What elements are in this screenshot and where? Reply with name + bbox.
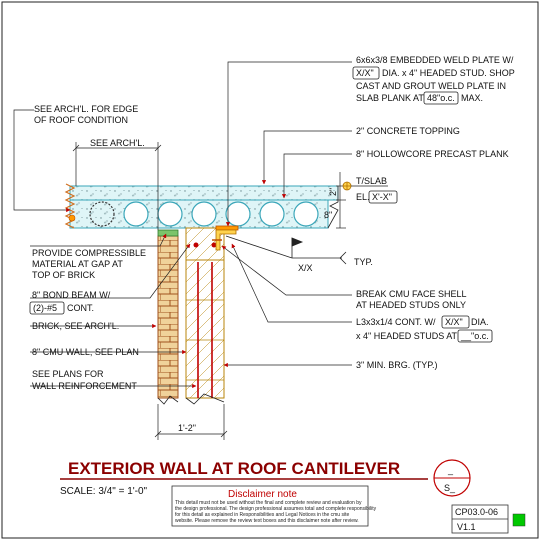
brick-veneer [157,235,179,399]
plank-voids [89,201,319,227]
embedded-weld-plate [215,225,239,231]
note-topping: 2" CONCRETE TOPPING [356,126,460,136]
slab-edge-break [327,186,339,229]
elevation-prefix: EL. [356,192,370,202]
note-compressible-line-3: TOP OF BRICK [32,270,95,280]
bond-beam-rebar-2 [211,242,217,248]
note-plans-line-2: WALL REINFORCEMENT [32,381,137,391]
bond-beam-rebar-box [29,301,65,315]
note-angle-line-1b: DIA. [471,317,489,327]
note-break-line-1: BREAK CMU FACE SHELL [356,289,467,299]
cmu-bottom-break [185,393,225,405]
note-weld-plate-stud-dia: X/X" [356,68,374,78]
disclaimer-title: Disclaimer note [228,489,297,500]
disclaimer-line-3: for this detail as explained in Responsi… [175,512,349,518]
leaders-right [221,61,352,368]
note-compressible-line-1: PROVIDE COMPRESSIBLE [32,248,146,258]
note-weld-plate-spacing: 48"o.c. [427,93,455,103]
note-edge-line-1: SEE ARCH'L. FOR EDGE [34,104,138,114]
note-bond-beam-line-2: CONT. [67,303,94,313]
angle-dia-box [441,315,470,329]
note-cmu-wall: 8" CMU WALL, SEE PLAN [32,347,139,357]
weld-typ-label: TYP. [354,257,373,267]
note-weld-plate-line-4b: MAX. [461,93,483,103]
concrete-topping [69,185,339,201]
elevation-value: X'-X" [372,192,392,202]
note-angle-stud-dia: X/X" [445,317,463,327]
elevation-value-box [368,190,398,204]
hollowcore-slab [64,183,339,229]
note-hollowcore: 8" HOLLOWCORE PRECAST PLANK [356,149,509,159]
disclaimer-line-2: the design professional. The design prof… [175,506,377,512]
dim-plank-label: 8" [324,210,332,220]
drawing-title: EXTERIOR WALL AT ROOF CANTILEVER [68,459,400,478]
note-compressible-line-2: MATERIAL AT GAP AT [32,259,123,269]
disclaimer-line-1: This detail must not be used without the… [175,500,362,506]
sheet-number: CP03.0-06 [455,507,498,517]
dimension-see-archl [72,142,162,230]
section-marker-top: _ [447,465,454,475]
brick-bottom-break [157,395,179,405]
weld-size-label: X/X [298,263,313,273]
angle-spacing-box [457,329,493,343]
note-angle-line-2a: x 4" HEADED STUDS AT [356,331,458,341]
dimension-slab-thickness [336,172,346,229]
disclaimer-box [171,485,369,527]
stud-dia-box [352,66,380,80]
edge-anchor [68,214,76,222]
note-weld-plate-line-2: DIA. x 4" HEADED STUD. SHOP [382,68,515,78]
bond-beam-rebar-1 [193,242,199,248]
dim-see-archl-label: SEE ARCH'L. [90,138,145,148]
section-marker-bottom: S_ [444,483,456,493]
weld-symbol [225,235,347,265]
tslab-label: T/SLAB [356,176,387,186]
note-edge-line-2: OF ROOF CONDITION [34,115,128,125]
note-break-line-2: AT HEADED STUDS ONLY [356,300,466,310]
section-marker [433,459,471,497]
compressible-material [157,229,179,237]
note-brick: BRICK, SEE ARCH'L. [32,321,119,331]
drawing-scale: SCALE: 3/4" = 1'-0" [60,486,148,497]
status-indicator [512,513,526,527]
note-bond-beam-rebar: (2)-#5 [33,303,57,313]
note-weld-plate-line-1: 6x6x3/8 EMBEDDED WELD PLATE W/ [356,55,514,65]
dim-topping-label: 2" [328,188,338,196]
leaders-left [13,109,197,389]
disclaimer-line-4: website. Please remove the review text b… [175,518,359,524]
spacing-box [423,91,459,105]
cmu-wall [185,259,225,399]
note-bond-beam-line-1: 8" BOND BEAM W/ [32,290,111,300]
elevation-marker [342,181,388,191]
note-weld-plate-line-3: CAST AND GROUT WELD PLATE IN [356,81,506,91]
sheet-version: V1.1 [457,522,476,532]
note-angle-line-1a: L3x3x1/4 CONT. W/ [356,317,436,327]
note-angle-spacing: __"o.c. [460,331,489,341]
dim-wall-width-label: 1'-2" [178,423,196,433]
note-bearing: 3" MIN. BRG. (TYP.) [356,360,438,370]
dimension-wall-width [154,404,228,440]
note-weld-plate-line-4a: SLAB PLANK AT [356,93,424,103]
note-plans-line-1: SEE PLANS FOR [32,369,104,379]
